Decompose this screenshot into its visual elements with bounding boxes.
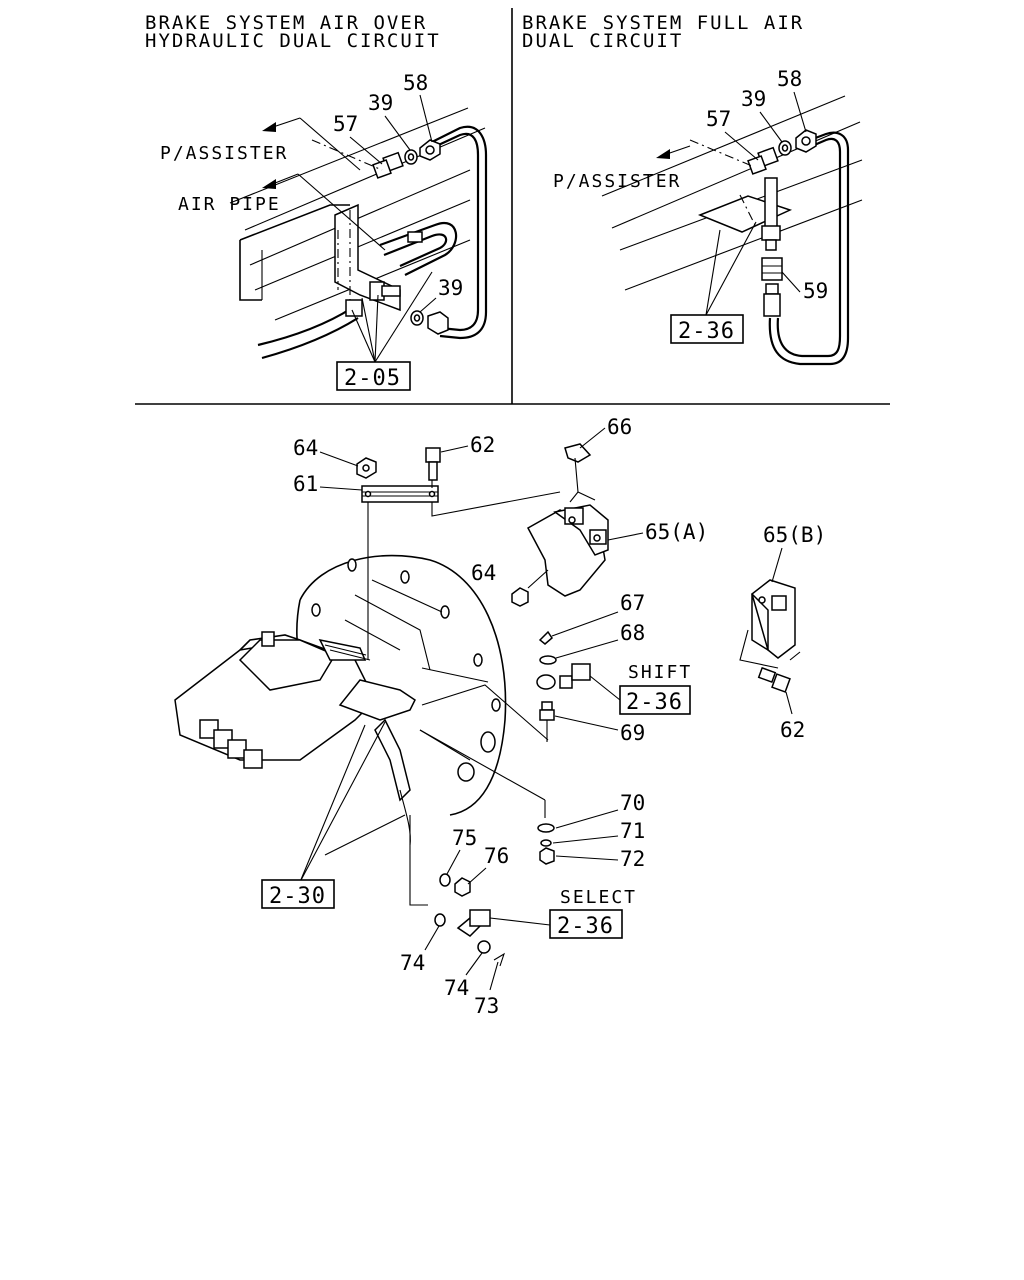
left-label-p-assister: P/ASSISTER xyxy=(160,143,288,164)
transmission-ref-text: 2-30 xyxy=(269,884,326,909)
callout-74-right: 74 xyxy=(444,976,469,1000)
left-title-line1: BRAKE SYSTEM AIR OVER xyxy=(145,12,427,34)
left-callout-39-top: 39 xyxy=(368,91,393,115)
label-select: SELECT xyxy=(560,887,637,908)
callout-67: 67 xyxy=(620,591,645,615)
right-ref-text: 2-36 xyxy=(678,319,735,344)
callout-65b: 65(B) xyxy=(763,523,826,547)
right-callout-58: 58 xyxy=(777,67,802,91)
right-label-p-assister: P/ASSISTER xyxy=(553,171,681,192)
right-frame-rail-drawing xyxy=(601,95,863,366)
right-arrows xyxy=(656,145,691,159)
callout-68: 68 xyxy=(620,621,645,645)
callout-64-mid: 64 xyxy=(471,561,496,585)
left-callout-39-bottom: 39 xyxy=(438,276,463,300)
callout-62-right: 62 xyxy=(780,718,805,742)
bottom-panel: 64 62 66 61 65(A) 65(B) 64 67 68 SHIFT 2… xyxy=(174,415,826,1018)
left-callout-58: 58 xyxy=(403,71,428,95)
right-ref-leaders xyxy=(705,221,757,316)
callout-66: 66 xyxy=(607,415,632,439)
right-title-line2: DUAL CIRCUIT xyxy=(522,30,683,52)
left-ref-box xyxy=(336,361,411,391)
left-ref-text: 2-05 xyxy=(344,366,401,391)
callout-71: 71 xyxy=(620,819,645,843)
callout-76: 76 xyxy=(484,844,509,868)
callout-64-top: 64 xyxy=(293,436,318,460)
right-callout-39: 39 xyxy=(741,87,766,111)
select-cable-parts-drawing xyxy=(409,815,505,967)
callout-65a: 65(A) xyxy=(645,520,708,544)
right-callout-57: 57 xyxy=(706,107,731,131)
bracket-65a-drawing xyxy=(511,443,609,607)
left-ref-leaders xyxy=(351,271,433,363)
right-title-line1: BRAKE SYSTEM FULL AIR xyxy=(522,12,804,34)
washers-70-72-drawing xyxy=(419,729,555,865)
left-label-air-pipe: AIR PIPE xyxy=(178,194,281,215)
label-shift: SHIFT xyxy=(628,662,692,683)
right-ref-box xyxy=(670,314,744,344)
shift-cable-parts-drawing xyxy=(421,630,591,742)
left-panel: BRAKE SYSTEM AIR OVER HYDRAULIC DUAL CIR… xyxy=(145,12,488,391)
left-callout-57: 57 xyxy=(333,112,358,136)
shift-ref-box xyxy=(619,685,691,715)
left-arrows xyxy=(262,117,386,251)
callout-72: 72 xyxy=(620,847,645,871)
transmission-drawing xyxy=(174,554,507,856)
select-ref-box xyxy=(549,909,623,939)
select-ref-text: 2-36 xyxy=(557,914,614,939)
transmission-ref-box xyxy=(261,879,335,909)
right-callout-59: 59 xyxy=(803,279,828,303)
callout-75: 75 xyxy=(452,826,477,850)
stay-61-drawing xyxy=(356,447,561,660)
bracket-65b-drawing xyxy=(739,579,801,693)
callout-74-left: 74 xyxy=(400,951,425,975)
callout-62-top: 62 xyxy=(470,433,495,457)
left-title-line2: HYDRAULIC DUAL CIRCUIT xyxy=(145,30,441,52)
callout-70: 70 xyxy=(620,791,645,815)
callout-61: 61 xyxy=(293,472,318,496)
callout-69: 69 xyxy=(620,721,645,745)
left-frame-rail-drawing xyxy=(229,107,488,360)
right-panel: BRAKE SYSTEM FULL AIR DUAL CIRCUIT xyxy=(522,12,863,366)
callout-73: 73 xyxy=(474,994,499,1018)
shift-ref-text: 2-36 xyxy=(626,690,683,715)
